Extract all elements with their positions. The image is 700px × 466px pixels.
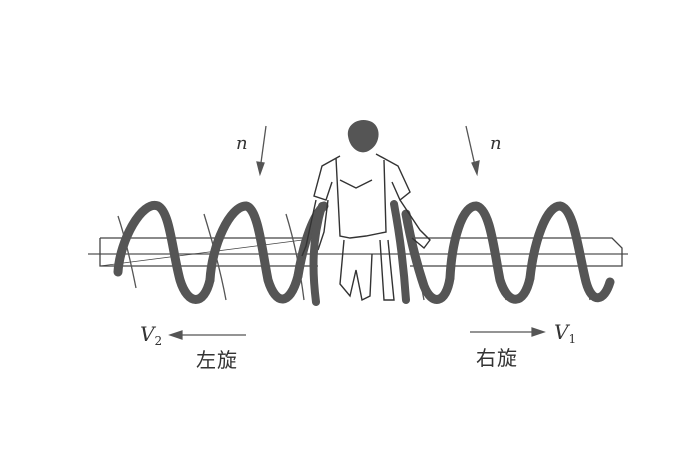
rotation-arrow-icon [256,125,480,177]
left-helix [113,201,329,304]
right-hand-label: 右旋 [476,346,518,370]
arrow-left-icon [168,330,246,340]
v2-label: V2 [140,322,163,349]
person-figure [301,119,431,306]
v1-label: V1 [554,320,577,347]
left-hand-label: 左旋 [196,348,238,372]
shaft [99,237,623,267]
right-helix [401,201,615,304]
arrow-right-icon [470,327,546,337]
head [347,119,379,153]
n-right-label: n [490,133,502,154]
n-left-label: n [236,133,248,154]
